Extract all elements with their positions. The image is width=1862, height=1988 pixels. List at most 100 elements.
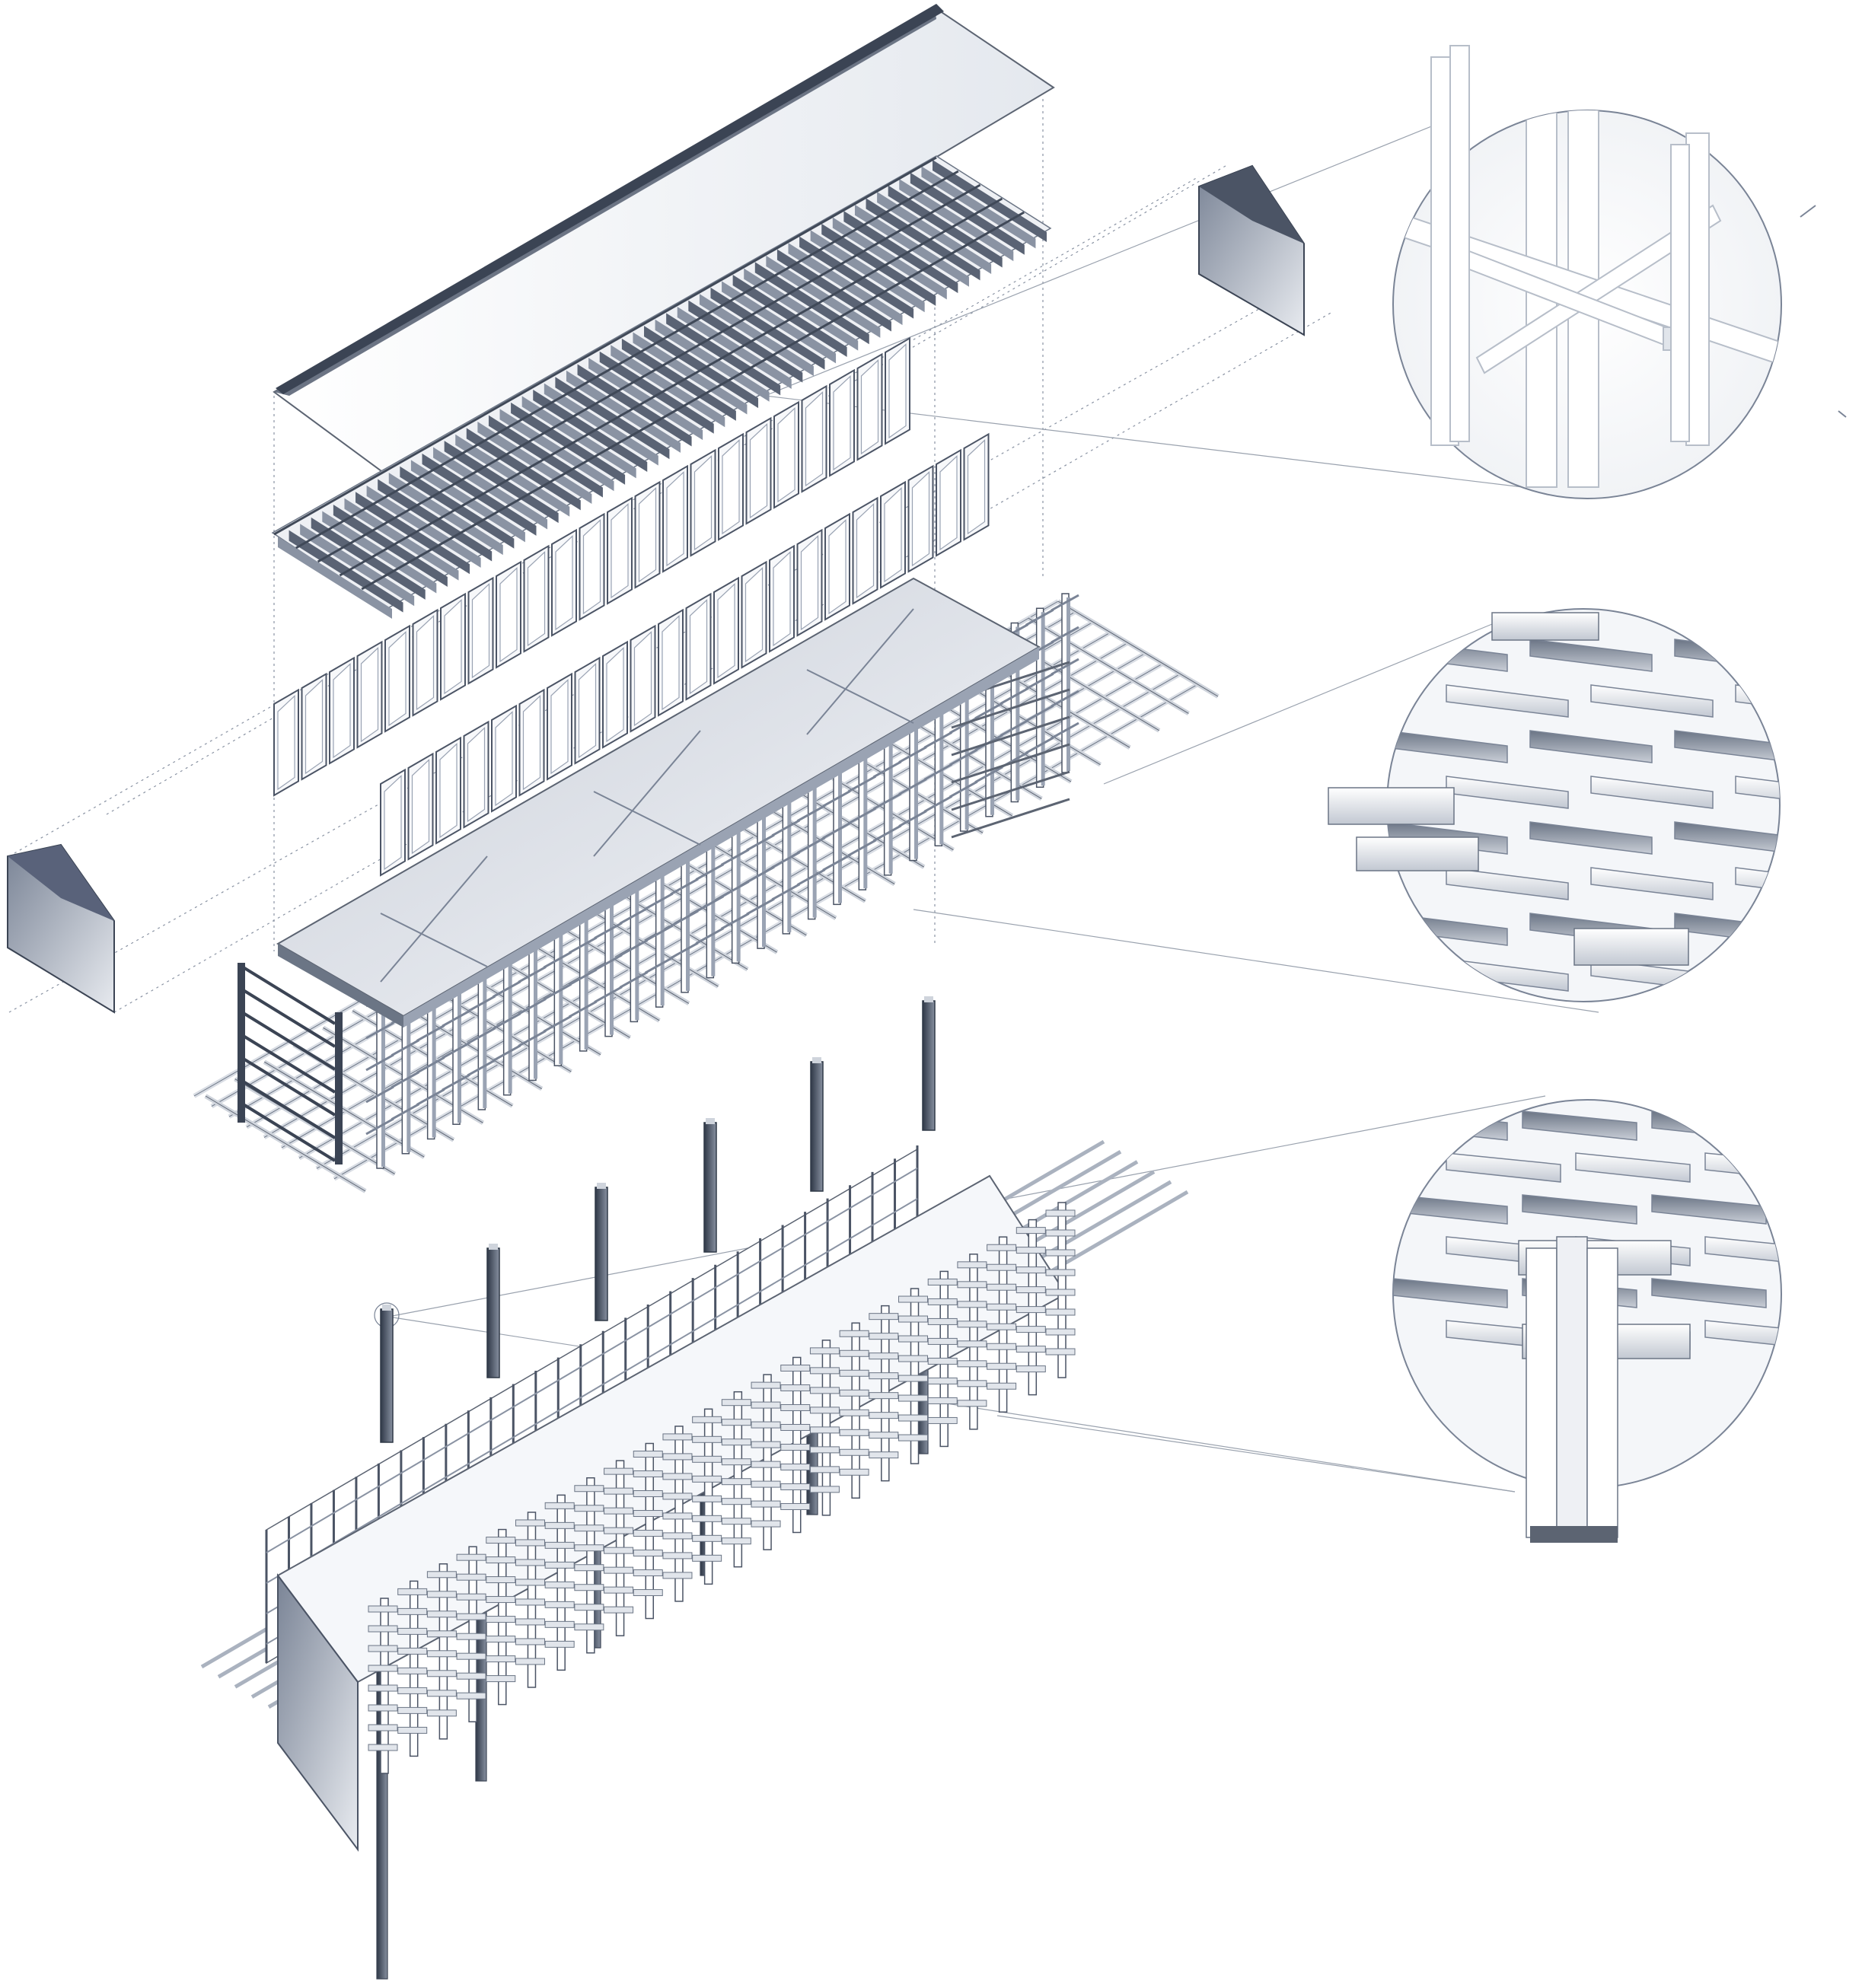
front-louver (927, 1397, 958, 1404)
front-louver (515, 1658, 545, 1665)
purlin (295, 170, 959, 550)
detail-joist (1819, 639, 1862, 671)
front-louver (751, 1421, 781, 1429)
frame-rail (898, 746, 927, 763)
front-louver (987, 1244, 1017, 1251)
rafter (744, 268, 859, 351)
frame-rail (720, 913, 750, 930)
wall-panels-lower (380, 432, 990, 877)
front-louver (839, 1409, 869, 1416)
rafter (899, 179, 1014, 262)
detail-joist (1835, 1321, 1862, 1349)
front-louver (1015, 1326, 1046, 1333)
wall-panel-inset (582, 519, 601, 615)
wall-panel-inset (416, 615, 435, 711)
front-louver (957, 1380, 987, 1387)
frame-stud-shade (914, 685, 918, 859)
rafter (699, 294, 814, 377)
wall-panel-inset (633, 631, 652, 727)
front-louver (869, 1432, 899, 1439)
front-louver (927, 1298, 958, 1305)
front-louver (809, 1466, 840, 1473)
front-louver (544, 1620, 575, 1628)
frame-stud-shade (838, 729, 842, 903)
rafter (910, 172, 1025, 255)
frame-rail (1025, 608, 1054, 626)
purlin (317, 183, 981, 563)
frame-rail (1025, 736, 1054, 754)
detail-joist (1590, 684, 1714, 718)
front-louver (1045, 1328, 1076, 1336)
rafter (410, 460, 525, 543)
wall-panel-inset (467, 727, 486, 823)
rafter (544, 383, 658, 466)
front-louver (987, 1382, 1017, 1390)
front-louver (839, 1429, 869, 1436)
end-frame-rail (241, 1102, 336, 1162)
end-frame-rail (951, 715, 1070, 757)
rafter (888, 185, 1003, 268)
front-louver (574, 1604, 604, 1611)
front-louver (456, 1672, 486, 1680)
rafter (466, 428, 581, 511)
frame-rail (1051, 626, 1079, 644)
rafter (754, 262, 869, 345)
wall-panel-inset (333, 663, 351, 759)
front-louver (692, 1534, 722, 1542)
front-louver (486, 1556, 516, 1564)
assembled-building (200, 1139, 1189, 1980)
wall-panel-inset (522, 695, 541, 791)
front-louver (898, 1434, 929, 1442)
front-louver (662, 1572, 693, 1579)
rafter (444, 441, 559, 524)
front-louver (515, 1618, 545, 1626)
front-louver (957, 1321, 987, 1328)
front-louver (426, 1630, 457, 1638)
frame-rail (1025, 704, 1054, 722)
front-louver (898, 1295, 929, 1303)
wall-panel-inset (967, 439, 986, 535)
front-louver (751, 1461, 781, 1468)
end-frame-rail (951, 688, 1070, 729)
wall-panel-inset (717, 583, 735, 679)
frame-rail (594, 922, 623, 939)
frame-rail (898, 778, 927, 795)
purlin (361, 211, 1025, 591)
frame-stud-shade (381, 993, 385, 1167)
frame-rail (543, 1015, 572, 1033)
rafter (566, 370, 681, 453)
front-louver (809, 1367, 840, 1375)
front-louver (426, 1591, 457, 1598)
frame-rail (1051, 658, 1079, 676)
front-louver (486, 1675, 516, 1683)
post-cap (597, 1183, 606, 1189)
front-louver (957, 1261, 987, 1269)
rafter (422, 453, 537, 536)
frame-rail (442, 1041, 470, 1059)
frame-rail (568, 968, 598, 986)
front-louver (426, 1650, 457, 1658)
front-louver (544, 1521, 575, 1529)
detail-post-base (1530, 1526, 1618, 1543)
frame-stud-shade (432, 964, 436, 1138)
front-louver (809, 1387, 840, 1394)
front-louver (898, 1355, 929, 1362)
front-louver (544, 1502, 575, 1509)
frame-stud-shade (508, 919, 512, 1094)
wall-panel-inset (638, 487, 657, 583)
frame-rail (796, 804, 826, 822)
front-louver (721, 1458, 751, 1466)
detail-beam-end (1491, 612, 1599, 641)
wall-panel-inset (578, 663, 597, 759)
front-louver (987, 1323, 1017, 1330)
frame-rail (720, 881, 750, 898)
front-louver (397, 1588, 428, 1595)
frame-rail (365, 1021, 394, 1040)
detail-callout-brace (1392, 45, 1847, 499)
post-cap (489, 1244, 498, 1250)
frame-rail (467, 1059, 496, 1077)
front-louver (662, 1453, 693, 1461)
end-frame-rail (241, 1079, 336, 1139)
front-louver (604, 1566, 634, 1574)
